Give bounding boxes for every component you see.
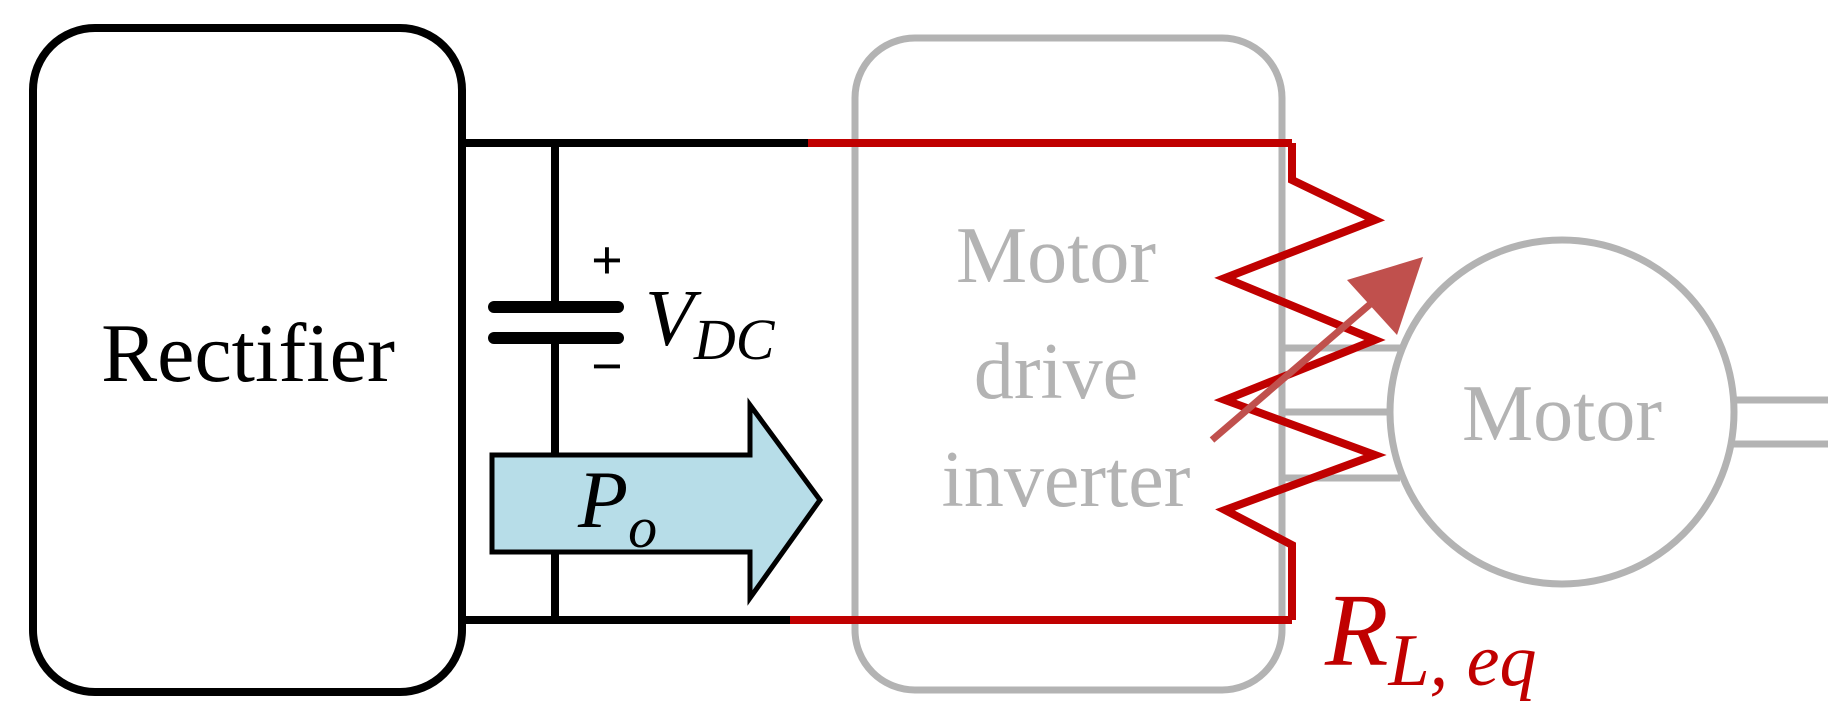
capacitor-plus-sign: + bbox=[591, 230, 623, 292]
equivalent-load-subscript: L, eq bbox=[1388, 620, 1537, 702]
inverter-label-line-1: Motor bbox=[956, 212, 1156, 300]
equivalent-load-resistor bbox=[1213, 143, 1387, 620]
power-output-symbol: P bbox=[577, 454, 628, 545]
rectifier-block bbox=[29, 24, 466, 696]
inverter-label-line-3: inverter bbox=[942, 436, 1191, 524]
power-output-label: Po bbox=[577, 454, 657, 560]
power-flow-arrow bbox=[489, 397, 824, 606]
inverter-label: Motor drive inverter bbox=[942, 212, 1191, 524]
equivalent-load-label: RL, eq bbox=[1324, 573, 1537, 702]
equivalent-load-symbol: R bbox=[1324, 573, 1389, 688]
dc-voltage-subscript: DC bbox=[693, 307, 776, 372]
dc-voltage-symbol: V bbox=[645, 275, 702, 363]
motor-circle bbox=[1386, 236, 1738, 588]
capacitor-minus-sign: − bbox=[591, 336, 623, 398]
motor-drive-inverter-block bbox=[851, 34, 1286, 694]
variable-resistor-arrow-head bbox=[1347, 257, 1423, 335]
motor-label: Motor bbox=[1462, 370, 1662, 458]
power-output-subscript: o bbox=[628, 495, 657, 560]
dc-voltage-label: VDC bbox=[645, 275, 776, 372]
inverter-label-line-2: drive bbox=[974, 328, 1138, 416]
rectifier-label: Rectifier bbox=[101, 307, 395, 400]
variable-resistor-arrow-shaft bbox=[1209, 297, 1378, 443]
